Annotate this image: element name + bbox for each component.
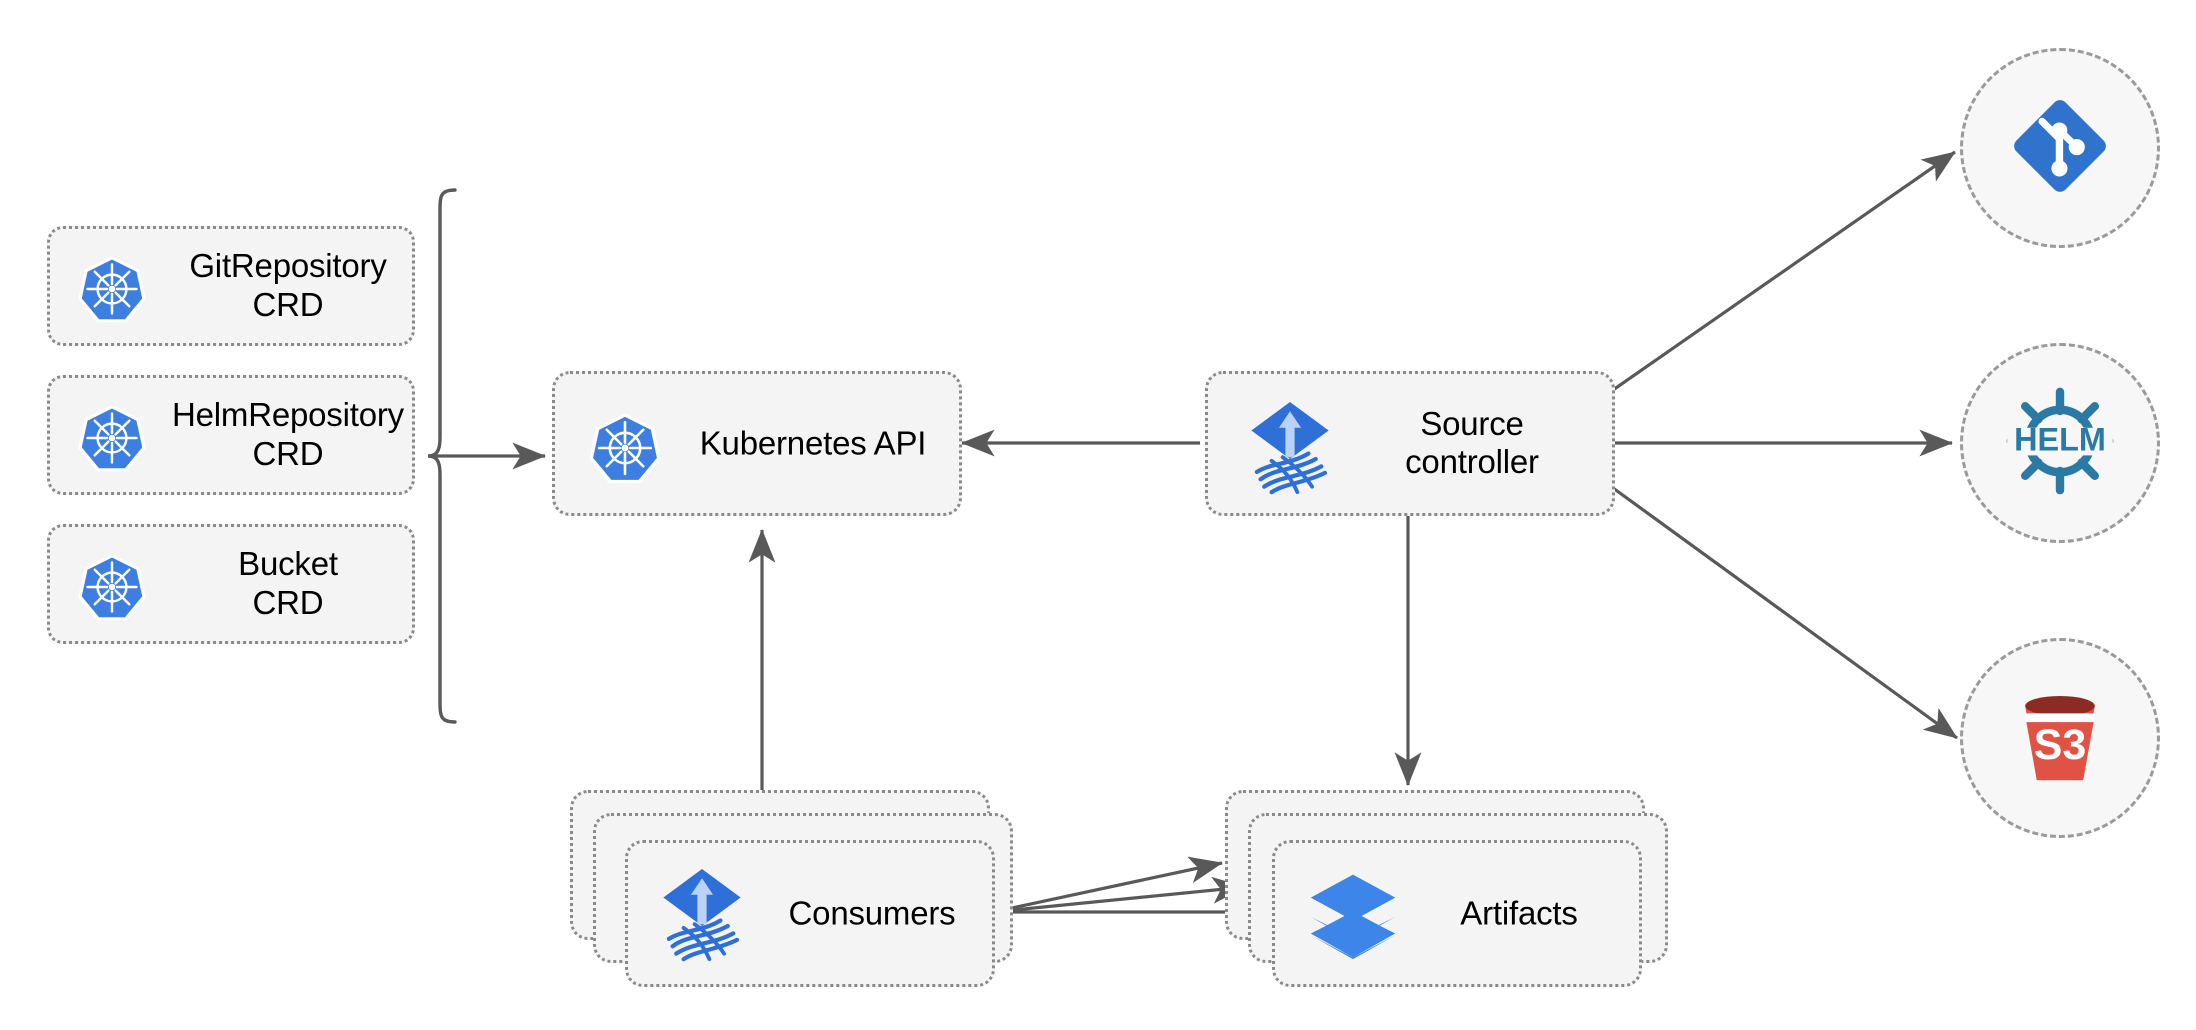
edge-consumers-to-artifacts-1 [992,856,1223,914]
layers-icon [1307,871,1399,966]
edge-source-to-s3 [1612,486,1958,740]
bucket-crd-box[interactable]: Bucket CRD [47,524,415,644]
kubernetes-api-label: Kubernetes API [699,424,927,462]
kubernetes-icon [76,253,148,330]
edge-consumers-to-artifacts-2 [992,876,1246,914]
flux-icon [656,867,748,968]
crd-group-bracket [427,188,457,724]
kubernetes-icon [587,410,663,491]
git-icon [2004,90,2116,207]
bucket-crd-label: Bucket CRD [238,545,338,621]
source-controller-label: Source controller [1405,404,1539,481]
edge-source-to-git [1612,150,1956,392]
helmrepository-crd-label: HelmRepository CRD [172,396,404,472]
helm-source-circle[interactable]: HELM [1960,343,2160,543]
consumers-box[interactable]: Consumers [625,840,995,987]
helm-icon: HELM [2000,381,2120,506]
helmrepository-crd-box[interactable]: HelmRepository CRD [47,375,415,495]
kubernetes-icon [76,402,148,479]
gitrepository-crd-box[interactable]: GitRepository CRD [47,226,415,346]
s3-bucket-icon: S3 [2002,678,2118,799]
git-source-circle[interactable] [1960,48,2160,248]
s3-wordmark: S3 [2034,721,2086,769]
kubernetes-api-box[interactable]: Kubernetes API [552,371,962,516]
helm-wordmark: HELM [2014,421,2106,457]
artifacts-label: Artifacts [1460,894,1578,932]
s3-source-circle[interactable]: S3 [1960,638,2160,838]
kubernetes-icon [76,551,148,628]
flux-icon [1244,400,1336,501]
source-controller-box[interactable]: Source controller [1205,371,1615,516]
gitrepository-crd-label: GitRepository CRD [189,247,387,323]
consumers-label: Consumers [788,894,956,932]
artifacts-box[interactable]: Artifacts [1272,840,1642,987]
